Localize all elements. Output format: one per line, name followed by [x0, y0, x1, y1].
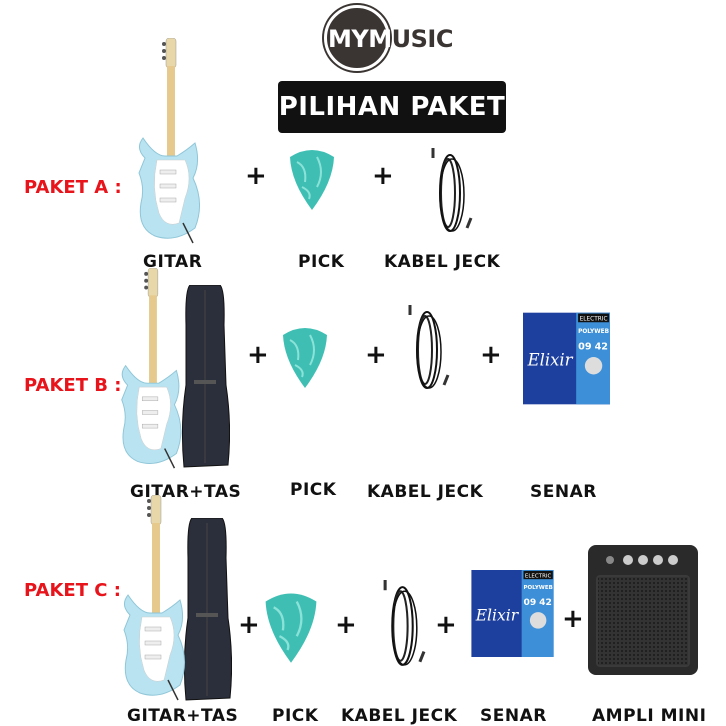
strings-brand: Elixir [475, 606, 520, 624]
logo-text-part1: MYM [328, 25, 392, 53]
guitar-image [117, 268, 187, 473]
item-label: GITAR+TAS [127, 706, 239, 726]
plus-sign: + [238, 610, 260, 640]
plus-sign: + [435, 610, 457, 640]
logo-text-part2: USIC [391, 25, 454, 53]
strings-type: ELECTRIC [525, 573, 552, 579]
item-label: AMPLI MINI [592, 706, 707, 726]
logo-circle [324, 5, 390, 71]
strings-pack-image: ELECTRIC POLYWEB 09 42 Elixir [471, 570, 554, 657]
package-c-label: PAKET C : [24, 580, 121, 601]
item-label: PICK [290, 480, 337, 500]
plus-sign: + [365, 340, 387, 370]
package-a-label: PAKET A : [24, 177, 122, 198]
plus-sign: + [372, 161, 394, 191]
item-label: PICK [298, 252, 345, 272]
item-label: GITAR [143, 252, 203, 272]
cable-image [402, 305, 452, 395]
plus-sign: + [480, 340, 502, 370]
guitar-image [120, 495, 190, 705]
item-label: PICK [272, 706, 319, 726]
strings-coating: POLYWEB [578, 329, 610, 335]
strings-coating: POLYWEB [524, 585, 553, 591]
item-label: KABEL JECK [367, 482, 484, 502]
strings-brand: Elixir [527, 351, 574, 370]
item-label: KABEL JECK [341, 706, 458, 726]
item-label: KABEL JECK [384, 252, 501, 272]
pick-image [280, 325, 330, 390]
mini-amplifier-image [588, 545, 698, 675]
gig-bag-image [180, 285, 230, 470]
strings-gauge-low: 09 [578, 341, 592, 352]
item-label: SENAR [530, 482, 597, 502]
guitar-image [135, 38, 205, 248]
strings-pack-image: ELECTRIC POLYWEB 09 42 Elixir [523, 312, 610, 405]
plus-sign: + [245, 161, 267, 191]
strings-gauge-high: 42 [539, 598, 552, 608]
plus-sign: + [335, 610, 357, 640]
page-title: PILIHAN PAKET [278, 81, 506, 133]
package-b-label: PAKET B : [24, 375, 122, 396]
strings-gauge-low: 09 [524, 598, 537, 608]
pick-image [287, 147, 337, 212]
mymusic-logo: MYMUSIC [324, 5, 464, 73]
cable-image [375, 580, 430, 672]
plus-sign: + [247, 340, 269, 370]
strings-gauge-high: 42 [595, 341, 608, 352]
strings-type: ELECTRIC [580, 316, 608, 322]
pick-image [262, 590, 320, 665]
item-label: SENAR [480, 706, 547, 726]
plus-sign: + [562, 604, 584, 634]
cable-image [425, 148, 475, 238]
